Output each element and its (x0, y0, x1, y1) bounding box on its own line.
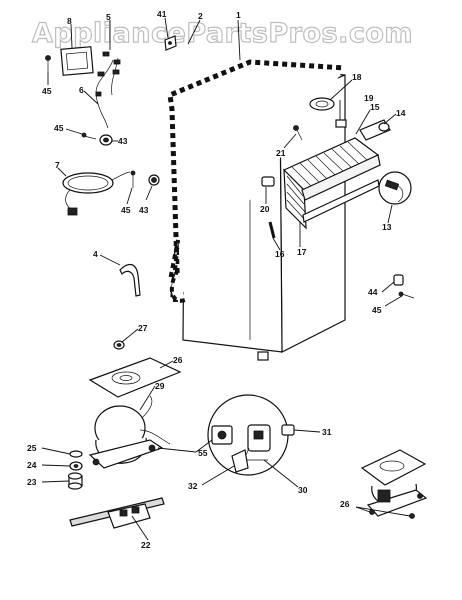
part-22-base-rail (69, 497, 165, 529)
part-6-wire-harness (95, 51, 121, 129)
callout-27: 27 (138, 323, 148, 333)
part-8-bracket-frame (60, 46, 94, 76)
part-17-evaporator (282, 137, 381, 230)
callout-1: 1 (236, 10, 241, 20)
callout-32: 32 (188, 481, 198, 491)
part-13-defrost-sensor-detail (378, 171, 412, 205)
callout-44: 44 (368, 287, 378, 297)
watermark: AppliancePartsPros.com (32, 18, 413, 49)
part-43-upper-connector (99, 134, 113, 146)
callout-8: 8 (67, 16, 72, 26)
part-20-clip (261, 176, 275, 187)
callout-7: 7 (55, 160, 60, 170)
callout-22: 22 (141, 540, 151, 550)
part-21-screw (293, 125, 303, 141)
callout-6: 6 (79, 85, 84, 95)
callout-17: 17 (297, 247, 307, 257)
part-28-drain-pan (88, 357, 182, 398)
callout-20: 20 (260, 204, 270, 214)
part-24-grommet (69, 461, 83, 471)
callout-45-upper: 45 (42, 86, 52, 96)
callout-15: 15 (370, 102, 380, 112)
part-31-cap (281, 424, 295, 436)
callout-45-mid: 45 (54, 123, 64, 133)
part-55-overload (211, 425, 233, 445)
callout-5: 5 (106, 12, 111, 22)
callout-45-right: 45 (372, 305, 382, 315)
callout-4: 4 (93, 249, 98, 259)
callout-23: 23 (27, 477, 37, 487)
screw-45-upper-left (45, 55, 51, 72)
part-26-compressor-assembly (360, 449, 428, 519)
part-29-compressor (88, 395, 171, 469)
callout-45-lower: 45 (121, 205, 131, 215)
door-gasket (167, 59, 346, 303)
callout-labels: 1 2 41 5 8 45 6 45 43 7 45 43 4 18 19 15… (27, 9, 406, 550)
part-19-clip (335, 119, 347, 128)
part-30-relay (243, 424, 271, 461)
callout-26-left: 26 (173, 355, 183, 365)
callout-21: 21 (276, 148, 286, 158)
callout-29: 29 (155, 381, 165, 391)
part-4-drain-tube (119, 264, 141, 297)
callout-43-lower: 43 (139, 205, 149, 215)
callout-19: 19 (364, 93, 374, 103)
callout-14: 14 (396, 108, 406, 118)
screw-45-right (398, 291, 415, 299)
part-16-sensor (268, 221, 276, 239)
callout-13: 13 (382, 222, 392, 232)
callout-16-lower: 16 (275, 249, 285, 259)
relay-detail-circle (207, 394, 289, 476)
part-7-power-cord (62, 171, 131, 216)
part-25-washer (69, 450, 83, 458)
callout-18: 18 (352, 72, 362, 82)
part-32-cover-clip (231, 449, 249, 473)
screw-45-lower (130, 170, 136, 188)
callout-24: 24 (27, 460, 37, 470)
callout-25: 25 (27, 443, 37, 453)
part-41-bracket (164, 35, 177, 51)
screw-45-mid-left (81, 132, 97, 140)
callout-43-upper: 43 (118, 136, 128, 146)
part-27-grommet (113, 340, 125, 350)
part-44-plug (393, 274, 404, 286)
leader-lines (41, 17, 411, 541)
callout-41: 41 (157, 9, 167, 19)
part-43-lower-connector (148, 174, 160, 186)
part-23-spacer (67, 472, 83, 490)
callout-30: 30 (298, 485, 308, 495)
callout-31: 31 (322, 427, 332, 437)
part-18-light-fixture (309, 97, 335, 111)
part-14-heater-bracket (359, 119, 391, 141)
callout-55: 55 (198, 448, 208, 458)
callout-26-right: 26 (340, 499, 350, 509)
callout-2: 2 (198, 11, 203, 21)
